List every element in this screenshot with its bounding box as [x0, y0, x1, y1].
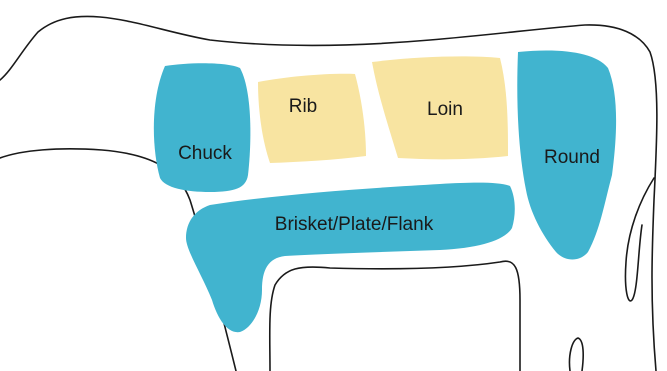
label-chuck: Chuck	[178, 143, 232, 164]
cow-leg-outline	[270, 261, 520, 371]
cow-hoof-outline	[569, 338, 583, 371]
cut-rib-region[interactable]	[258, 74, 366, 163]
label-loin: Loin	[427, 99, 463, 120]
label-round: Round	[544, 147, 600, 168]
cut-brisket-region[interactable]	[186, 183, 515, 333]
label-brisket-plate-flank: Brisket/Plate/Flank	[275, 214, 434, 235]
label-rib: Rib	[289, 96, 318, 117]
cut-chuck-region[interactable]	[154, 63, 251, 192]
cow-tail-outline	[625, 178, 654, 301]
